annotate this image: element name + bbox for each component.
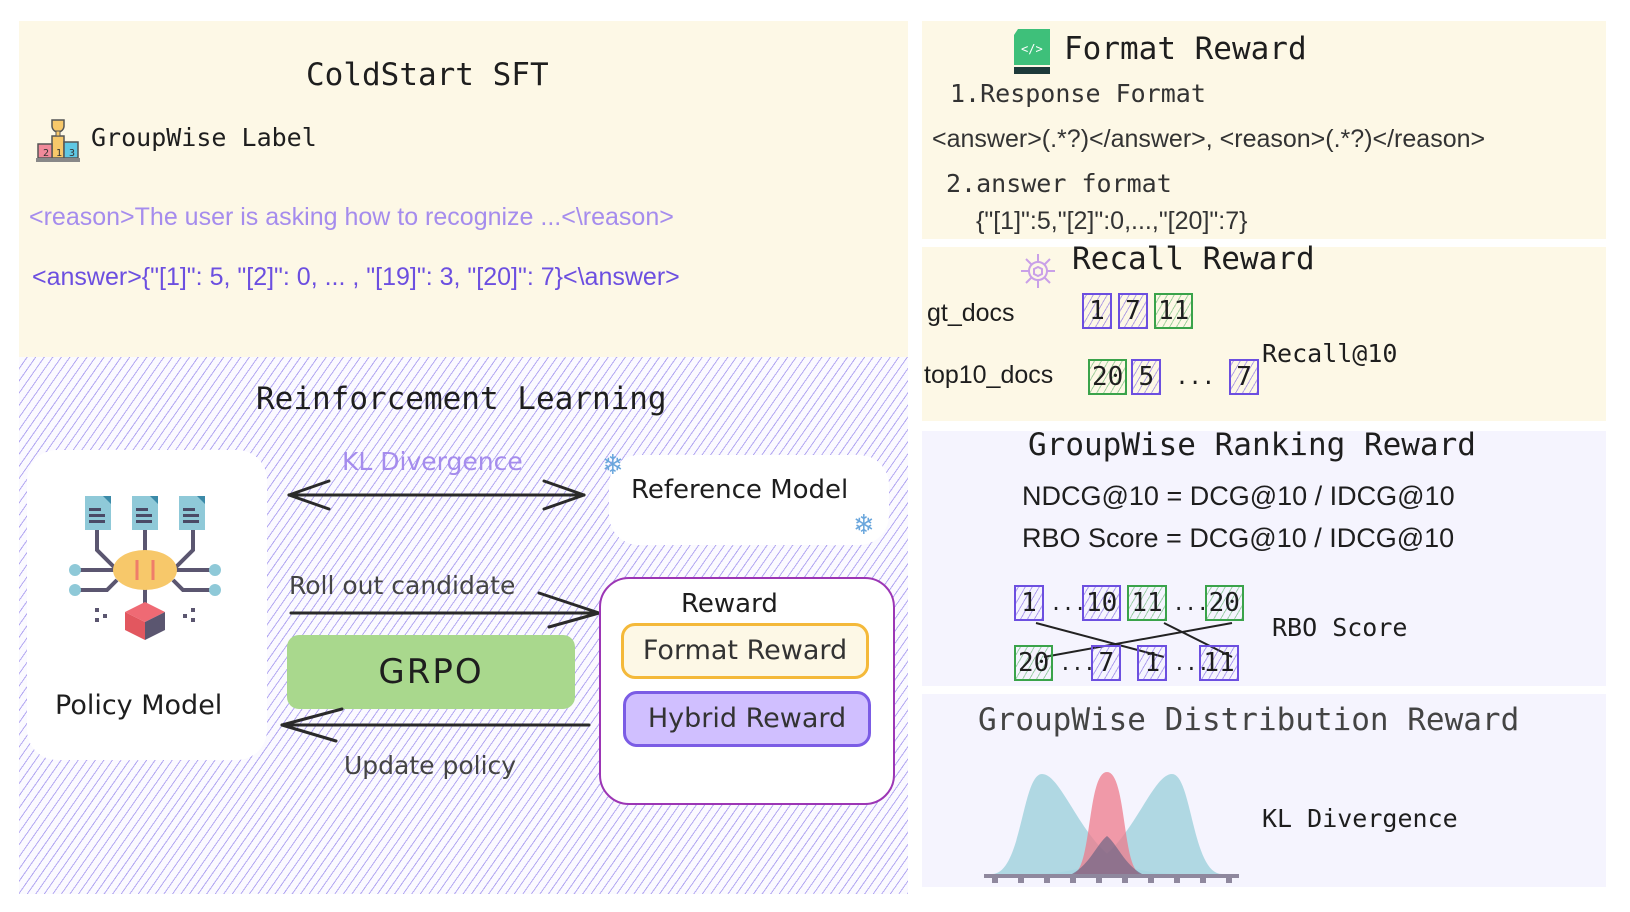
doc-chip: 20 <box>1014 645 1054 681</box>
ranking-reward-title: GroupWise Ranking Reward <box>1028 427 1476 463</box>
reason-line: <reason>The user is asking how to recogn… <box>29 203 674 231</box>
rollout-label: Roll out candidate <box>289 571 516 600</box>
ellipsis: ... <box>1173 651 1210 675</box>
format-item-1: 1.Response Format <box>950 79 1206 108</box>
distribution-reward-title: GroupWise Distribution Reward <box>978 702 1520 738</box>
groupwise-label: GroupWise Label <box>91 123 317 152</box>
format-item-2-value: {"[1]":5,"[2]":0,...,"[20]":7} <box>976 207 1248 235</box>
rbo-formula: RBO Score = DCG@10 / IDCG@10 <box>1022 523 1455 553</box>
reward-title: Reward <box>681 589 778 619</box>
ranking-top-row: 1 ... 10 11 ... 20 <box>1014 585 1244 621</box>
podium-trophy-icon: 2 1 3 <box>33 114 83 164</box>
left-arrow-icon <box>280 707 591 743</box>
reinforcement-learning-panel: Reinforcement Learning <box>19 357 908 894</box>
code-file-icon: </> <box>1012 29 1052 75</box>
recall-metric: Recall@10 <box>1262 339 1398 368</box>
policy-model-box[interactable]: Policy Model <box>27 450 267 760</box>
recall-reward-panel: Recall Reward gt_docs 1 7 11 Recall@10 t… <box>922 241 1606 421</box>
policy-model-label: Policy Model <box>55 690 223 721</box>
doc-chip: 1 <box>1014 585 1044 621</box>
top10-docs-label: top10_docs <box>924 361 1054 389</box>
doc-chip: 20 <box>1088 359 1128 395</box>
ranking-bottom-row: 20 ... 7 1 ... 11 <box>1014 645 1239 681</box>
hybrid-reward-pill[interactable]: Hybrid Reward <box>623 691 871 747</box>
ellipsis: ... <box>1172 591 1209 615</box>
svg-text:3: 3 <box>69 148 75 159</box>
answer-line: <answer>{"[1]": 5, "[2]": 0, ... , "[19]… <box>32 263 680 291</box>
distribution-curves-icon <box>984 772 1239 883</box>
rl-title: Reinforcement Learning <box>256 381 667 417</box>
ellipsis: ... <box>1175 364 1216 390</box>
doc-chip: 11 <box>1127 585 1167 621</box>
ndcg-formula: NDCG@10 = DCG@10 / IDCG@10 <box>1022 481 1455 511</box>
ranking-reward-panel: GroupWise Ranking Reward NDCG@10 = DCG@1… <box>922 427 1606 686</box>
update-policy-label: Update policy <box>344 751 517 780</box>
doc-chip: 10 <box>1082 585 1122 621</box>
svg-text:2: 2 <box>43 148 49 159</box>
doc-chip: 7 <box>1229 359 1260 395</box>
grpo-label: GRPO <box>378 652 484 692</box>
bidirectional-arrow-icon <box>287 479 586 511</box>
top10-docs-list: 20 5 ... 7 <box>1088 359 1260 395</box>
network-cube-icon <box>1018 251 1058 291</box>
right-arrow-icon <box>289 591 601 629</box>
coldstart-sft-panel: ColdStart SFT 2 1 3 GroupWise Label <rea… <box>19 21 908 357</box>
svg-text:1: 1 <box>56 148 62 159</box>
format-item-1-value: <answer>(.*?)</answer>, <reason>(.*?)</r… <box>932 125 1486 153</box>
svg-text:</>: </> <box>1021 42 1043 56</box>
reference-model-label: Reference Model <box>631 475 849 505</box>
format-reward-title: Format Reward <box>1064 31 1307 67</box>
snowflake-icon: ❄ <box>855 507 874 542</box>
recall-reward-title: Recall Reward <box>1072 241 1315 277</box>
neural-network-brain-icon <box>65 490 225 640</box>
doc-chip: 1 <box>1082 293 1112 329</box>
doc-chip: 20 <box>1204 585 1244 621</box>
format-reward-pill[interactable]: Format Reward <box>621 623 869 679</box>
reference-model-box[interactable]: Reference Model <box>609 455 889 545</box>
rbo-metric: RBO Score <box>1272 613 1408 642</box>
reward-box: Reward Format Reward Hybrid Reward <box>599 577 895 805</box>
doc-chip: 11 <box>1199 645 1239 681</box>
doc-chip: 5 <box>1131 359 1162 395</box>
doc-chip: 11 <box>1154 293 1194 329</box>
sft-title: ColdStart SFT <box>306 57 549 93</box>
ellipsis: ... <box>1059 651 1096 675</box>
format-reward-panel: </> Format Reward 1.Response Format <ans… <box>922 21 1606 239</box>
gt-docs-label: gt_docs <box>927 299 1015 327</box>
kl-divergence-metric: KL Divergence <box>1262 804 1458 833</box>
kl-divergence-label: KL Divergence <box>342 447 523 476</box>
format-item-2: 2.answer format <box>946 169 1172 198</box>
snowflake-icon: ❄ <box>604 447 623 482</box>
grpo-box[interactable]: GRPO <box>287 635 575 709</box>
ellipsis: ... <box>1050 591 1087 615</box>
doc-chip: 1 <box>1137 645 1168 681</box>
doc-chip: 7 <box>1091 645 1122 681</box>
distribution-reward-panel: GroupWise Distribution Reward KL Diverge… <box>922 694 1606 887</box>
gt-docs-list: 1 7 11 <box>1082 293 1194 329</box>
doc-chip: 7 <box>1118 293 1148 329</box>
